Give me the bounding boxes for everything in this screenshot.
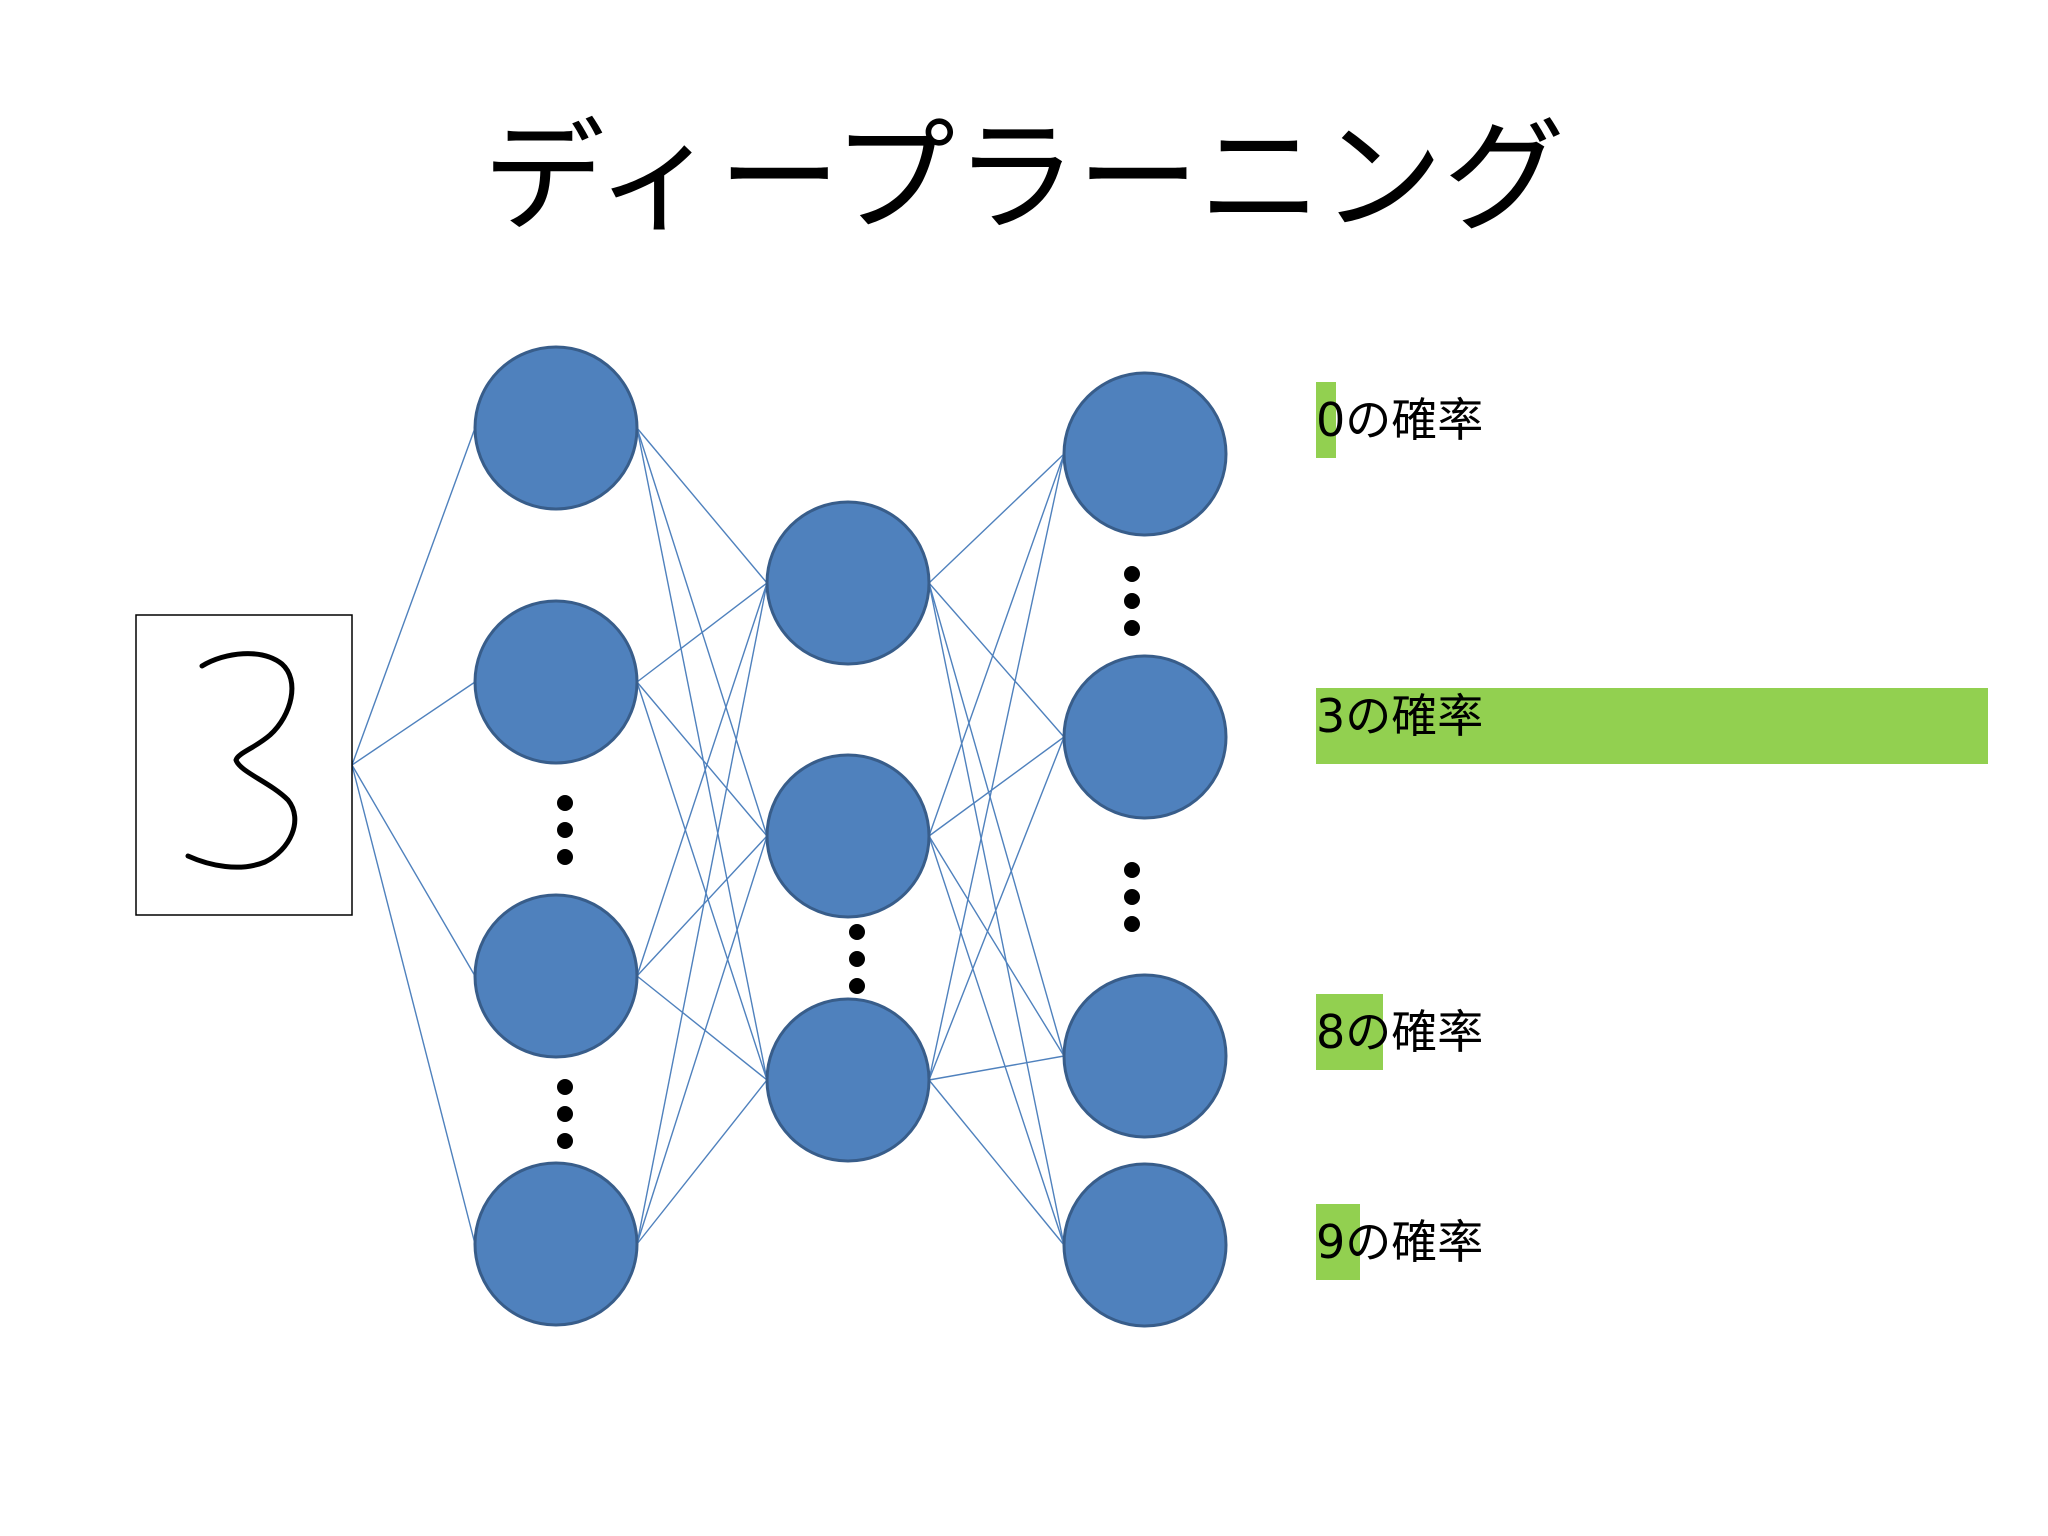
- ellipsis-layer2: [849, 924, 865, 994]
- probability-bar-3: [1316, 688, 1988, 764]
- edge-hidden2-2-to-output-0: [928, 453, 1065, 1081]
- edge-hidden2-1-to-output-0: [928, 453, 1065, 837]
- network-nodes: [473, 345, 1228, 1328]
- edge-hidden2-0-to-output-3: [928, 582, 1065, 1246]
- edge-hidden1-3-to-hidden2-0: [636, 582, 768, 1245]
- edge-hidden1-0-to-hidden2-0: [636, 427, 768, 584]
- output-node-0: [1062, 371, 1228, 537]
- ellipsis-layer1-lower: [557, 1079, 573, 1149]
- hidden2-node-0: [765, 500, 931, 666]
- ellipsis-output-upper: [1124, 566, 1140, 636]
- output-node-1: [1062, 654, 1228, 820]
- probability-label-8: 8の確率: [1316, 1005, 1484, 1059]
- edge-hidden1-2-to-hidden2-0: [636, 582, 768, 977]
- edge-hidden2-0-to-output-0: [928, 453, 1065, 584]
- edge-input-to-h1-1: [351, 681, 476, 766]
- edge-hidden1-3-to-hidden2-2: [636, 1079, 768, 1245]
- edge-hidden1-1-to-hidden2-0: [636, 582, 768, 683]
- probability-label-0: 0の確率: [1316, 393, 1484, 447]
- edge-hidden2-1-to-output-2: [928, 835, 1065, 1057]
- connection-edges: [351, 427, 1065, 1246]
- slide-title: ディープラーニング: [482, 107, 1566, 249]
- edge-hidden2-2-to-output-1: [928, 736, 1065, 1081]
- hidden1-node-2: [473, 893, 639, 1059]
- edge-hidden1-3-to-hidden2-1: [636, 835, 768, 1245]
- probability-label-9: 9の確率: [1316, 1215, 1484, 1269]
- edge-hidden2-2-to-output-3: [928, 1079, 1065, 1246]
- edge-hidden1-1-to-hidden2-2: [636, 681, 768, 1081]
- hidden2-node-2: [765, 997, 931, 1163]
- ellipsis-layer1-upper: [557, 795, 573, 865]
- edge-hidden1-2-to-hidden2-2: [636, 975, 768, 1081]
- probability-bar-8: [1316, 994, 1383, 1070]
- output-node-2: [1062, 973, 1228, 1139]
- hidden1-node-0: [473, 345, 639, 511]
- hidden2-node-1: [765, 753, 931, 919]
- probability-label-3: 3の確率: [1316, 689, 1484, 743]
- output-node-3: [1062, 1162, 1228, 1328]
- edge-hidden1-0-to-hidden2-2: [636, 427, 768, 1081]
- probability-bar-0: [1316, 382, 1336, 458]
- edge-input-to-h1-0: [351, 427, 476, 766]
- edge-input-to-h1-3: [351, 764, 476, 1245]
- edge-hidden2-0-to-output-2: [928, 582, 1065, 1057]
- edge-hidden1-1-to-hidden2-1: [636, 681, 768, 837]
- hidden1-node-1: [473, 599, 639, 765]
- edge-hidden2-2-to-output-2: [928, 1055, 1065, 1081]
- input-image: [135, 614, 353, 916]
- probability-bar-9: [1316, 1204, 1360, 1280]
- handwritten-digit-3: [185, 651, 298, 870]
- edge-hidden2-1-to-output-1: [928, 736, 1065, 837]
- ellipsis-output-lower: [1124, 862, 1140, 932]
- hidden1-node-3: [473, 1161, 639, 1327]
- edge-hidden2-0-to-output-1: [928, 582, 1065, 738]
- edge-input-to-h1-2: [351, 764, 476, 977]
- edge-hidden1-2-to-hidden2-1: [636, 835, 768, 977]
- edge-hidden2-1-to-output-3: [928, 835, 1065, 1246]
